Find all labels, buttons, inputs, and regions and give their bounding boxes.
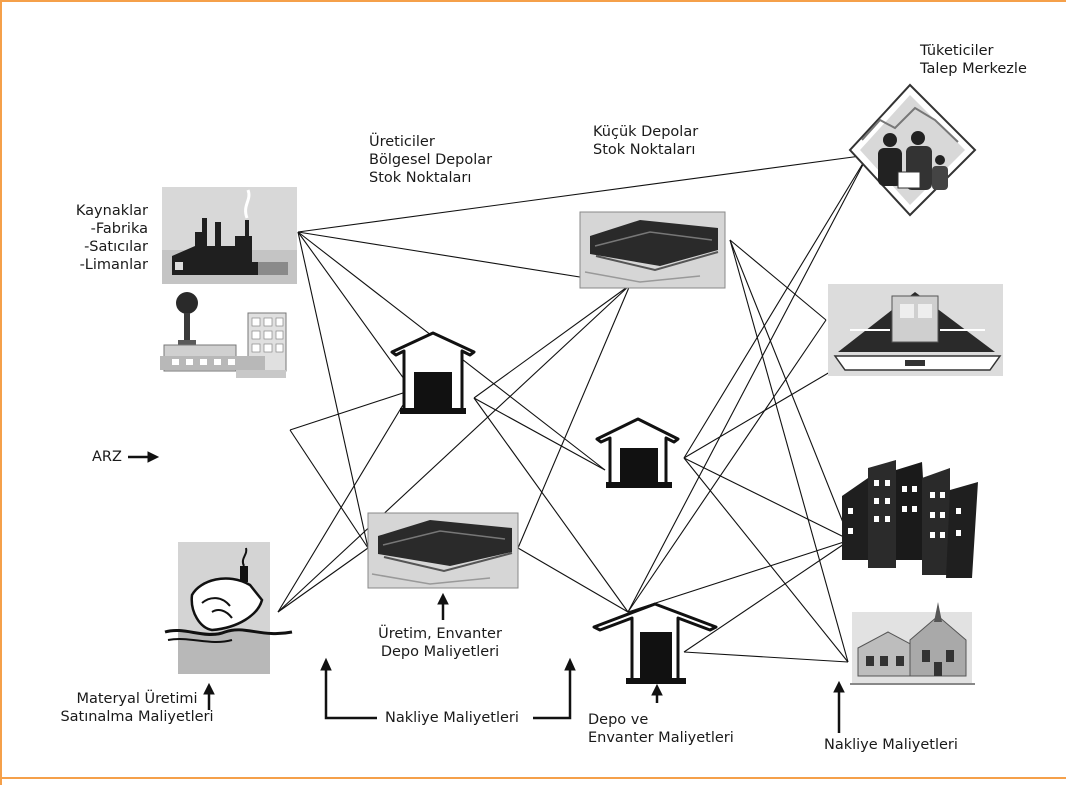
- small-depots-label-line: Küçük Depolar: [593, 124, 699, 140]
- connection-line: [297, 231, 631, 286]
- connection-line: [473, 284, 631, 399]
- depot-costs-label-line: Depo ve: [588, 712, 649, 728]
- connection-line: [473, 397, 629, 613]
- material-costs-label-line: Materyal Üretimi: [76, 691, 198, 707]
- connection-line: [297, 231, 413, 391]
- sources-label: Kaynaklar -Fabrika -Satıcılar -Limanlar: [48, 202, 148, 274]
- warehouse-icon: [595, 417, 680, 488]
- transport-costs-right-label: Nakliye Maliyetleri: [824, 737, 958, 753]
- up-arrow-icon: [651, 683, 663, 703]
- connection-line: [297, 154, 869, 233]
- connection-line: [729, 239, 827, 321]
- connection-line: [627, 154, 869, 613]
- sources-label-line: -Fabrika: [90, 221, 148, 237]
- connection-line: [277, 547, 369, 613]
- production-costs-label: Üretim, Envanter Depo Maliyetleri: [365, 625, 515, 661]
- small-depots-label: Küçük Depolar Stok Noktaları: [593, 123, 698, 159]
- network-connections: [277, 154, 869, 663]
- family-icon: [848, 83, 977, 217]
- material-costs-label-line: Satınalma Maliyetleri: [60, 709, 214, 725]
- transport-costs-center-label: Nakliye Maliyetleri: [385, 710, 519, 726]
- connection-line: [277, 284, 631, 613]
- connection-line: [627, 319, 827, 613]
- warehouse-icon: [367, 512, 519, 589]
- arrows: [128, 451, 845, 733]
- connection-line: [683, 371, 831, 459]
- sources-label-line: -Limanlar: [79, 257, 148, 273]
- supply-label: ARZ: [92, 449, 122, 465]
- up-arrow-icon: [437, 592, 449, 620]
- connection-line: [277, 389, 413, 613]
- up-arrow-icon: [564, 657, 576, 671]
- producers-label-line: Bölgesel Depolar: [369, 152, 493, 168]
- warehouse-icon: [579, 211, 726, 289]
- sources-label-line: Kaynaklar: [75, 203, 148, 219]
- producers-label: Üreticiler Bölgesel Depolar Stok Noktala…: [369, 133, 492, 187]
- warehouse-icon: [592, 602, 718, 684]
- connection-line: [683, 457, 851, 541]
- arz-arrow-icon: [128, 451, 160, 463]
- connection-line: [627, 539, 851, 613]
- connection-line: [683, 539, 851, 653]
- connection-line: [683, 154, 869, 459]
- consumers-label-line: Talep Merkezle: [920, 61, 1027, 77]
- connection-line: [729, 239, 851, 541]
- connection-line: [297, 231, 369, 549]
- depot-costs-label-line: Envanter Maliyetleri: [588, 730, 734, 746]
- city-icon: [842, 460, 978, 578]
- connection-line: [517, 547, 629, 613]
- producers-label-line: Stok Noktaları: [369, 170, 472, 186]
- connection-line: [289, 389, 413, 431]
- connection-line: [289, 429, 369, 549]
- connection-line: [729, 239, 849, 663]
- producers-label-line: Üreticiler: [369, 134, 435, 150]
- consumers-label: Tüketiciler Talep Merkezle: [920, 42, 1027, 78]
- consumers-label-line: Tüketiciler: [920, 43, 994, 59]
- up-arrow-icon: [203, 682, 215, 710]
- connection-line: [683, 651, 849, 663]
- bracket-arrow-icon: [324, 667, 572, 720]
- up-arrow-icon: [833, 680, 845, 733]
- production-costs-label-line: Üretim, Envanter: [378, 626, 502, 642]
- factory-icon: [162, 187, 297, 284]
- sources-label-line: -Satıcılar: [84, 239, 148, 255]
- connection-line: [683, 457, 849, 663]
- material-costs-label: Materyal Üretimi Satınalma Maliyetleri: [52, 690, 222, 726]
- connection-line: [473, 397, 606, 471]
- plant-icon: [160, 292, 287, 378]
- ship-icon: [164, 542, 293, 674]
- depot-costs-label: Depo ve Envanter Maliyetleri: [588, 711, 734, 747]
- town-icon: [850, 602, 975, 685]
- production-costs-label-line: Depo Maliyetleri: [380, 644, 500, 660]
- mall-icon: [828, 284, 1003, 376]
- up-arrow-icon: [320, 657, 332, 671]
- warehouse-icon: [390, 331, 476, 414]
- small-depots-label-line: Stok Noktaları: [593, 142, 696, 158]
- connection-line: [517, 284, 631, 549]
